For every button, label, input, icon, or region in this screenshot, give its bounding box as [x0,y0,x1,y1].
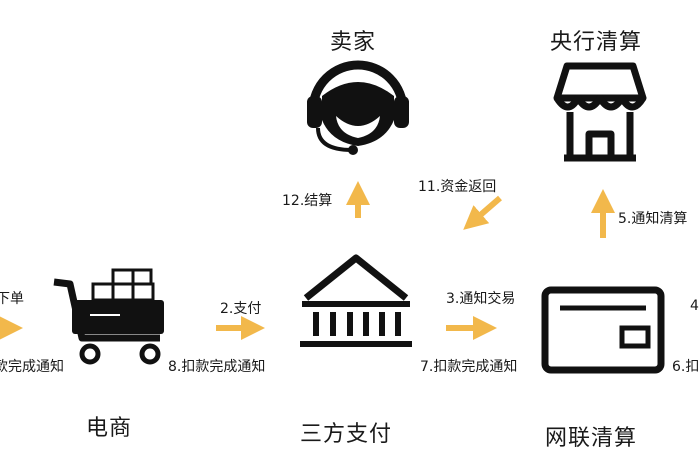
edge-label-deduct-notice-8: 8.扣款完成通知 [168,359,266,375]
edge-label-right-6: 6.扣 [672,359,700,375]
headset-icon [307,60,409,155]
storefront-icon [553,62,647,162]
node-central-bank-title: 央行清算 [550,30,643,55]
edge-label-deduct-notice-7: 7.扣款完成通知 [420,359,518,375]
edge-label-funds-return: 11.资金返回 [418,179,497,195]
edge-label-order: 下单 [0,291,24,307]
bank-card-icon [541,286,665,374]
edge-label-pay: 2.支付 [220,301,262,317]
edge-label-notify-clear: 5.通知清算 [618,211,688,227]
edge-label-right-4: 4 [690,298,699,314]
node-seller-title: 卖家 [330,30,377,55]
arrow-funds-return [463,195,502,230]
node-unionpay-title: 网联清算 [545,426,638,451]
edge-label-notify-trade: 3.通知交易 [446,291,516,307]
edge-label-settlement: 12.结算 [282,193,333,209]
edge-label-payment-notice: 款完成通知 [0,359,64,375]
bank-building-icon [300,254,412,347]
node-ecommerce-title: 电商 [86,416,133,441]
shopping-cart-icon [53,268,164,365]
node-third-party-title: 三方支付 [300,422,393,447]
